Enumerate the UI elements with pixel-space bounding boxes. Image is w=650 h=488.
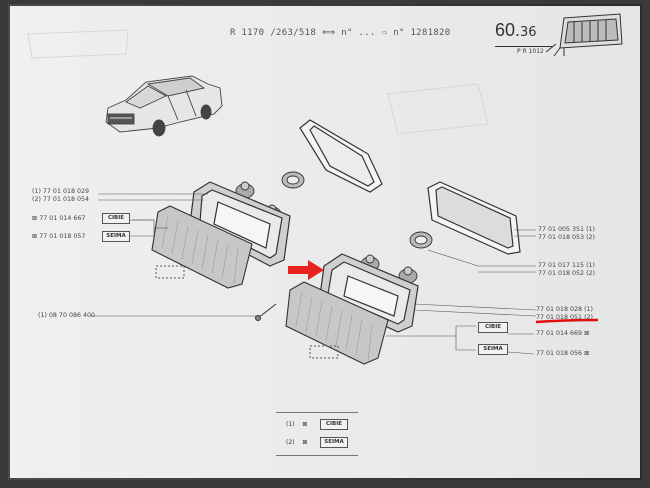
pr-code: P R 1012: [517, 48, 544, 55]
page-header: R 1170/263/518 ⟺ n° ... ⇨ n° 1281820: [230, 28, 456, 38]
right-gasket: [427, 181, 521, 255]
right-gasket-refs: 77 01 005 351 (1) 77 01 018 053 (2): [538, 226, 595, 241]
left-dashed-placeholder: [155, 265, 185, 279]
leader-lines: [90, 193, 537, 355]
model-variants: /263/518: [270, 28, 317, 38]
legend-row-1-number: (1): [286, 421, 295, 428]
right-holder-ref-1: 77 01 017 115 (1): [538, 262, 595, 269]
left-gasket: [299, 119, 383, 193]
left-lamp-ref-1-text: 77 01 014 667: [39, 215, 86, 222]
badge-cibie-right: CIBIE: [478, 322, 508, 333]
badge-seima-left: SEIMA: [102, 231, 130, 242]
right-lamp-lens: [285, 281, 389, 365]
section-number: 60.: [495, 20, 521, 40]
left-lamp-ref-2: ⊠ 77 01 018 057: [32, 233, 85, 241]
right-lamp-housing: [319, 253, 419, 333]
right-holder-refs: 77 01 017 115 (1) 77 01 018 052 (2): [538, 262, 595, 277]
right-housing-ref-1: 77 01 018 028 (1): [536, 306, 593, 313]
left-housing-ref-1: (1) 77 01 018 029: [32, 188, 89, 195]
left-lamp-ref-2-text: 77 01 018 057: [39, 233, 86, 240]
arrow-right-icon: ⇨: [381, 28, 388, 38]
highlight-underline: [535, 318, 599, 324]
bulb-symbol-icon: ⊠: [584, 330, 590, 337]
badge-seima-right: SEIMA: [478, 344, 508, 355]
right-gasket-ref-1: 77 01 005 351 (1): [538, 226, 595, 233]
car-illustration-icon: [105, 75, 223, 137]
catalog-page: R 1170/263/518 ⟺ n° ... ⇨ n° 1281820 60.36 P…: [8, 4, 642, 480]
reference-rule: [495, 46, 553, 47]
right-housing-ref-2: 77 01 018 051 (2): [536, 313, 593, 321]
left-housing-refs: (1) 77 01 018 029 (2) 77 01 018 054: [32, 188, 89, 203]
left-lamp-housing: [189, 181, 291, 267]
right-lamp-ref-2-text: 77 01 018 056: [536, 350, 583, 357]
bulb-symbol-icon: ⊠: [584, 350, 590, 357]
highlight-arrow-icon: [288, 260, 324, 280]
serial-to: n° 1281820: [393, 28, 451, 38]
section-subnumber: 36: [520, 25, 537, 40]
legend-badge-seima: SEIMA: [320, 437, 348, 448]
page-reference: 60.36 P R 1012: [495, 20, 553, 55]
ghost-print: [27, 29, 489, 135]
badge-cibie-left: CIBIE: [102, 213, 130, 224]
left-housing-ref-2: (2) 77 01 018 054: [32, 195, 89, 203]
left-lamp-ref-1: ⊠ 77 01 014 667: [32, 215, 85, 223]
right-lamp-ref-1: 77 01 014 669 ⊠: [536, 330, 589, 338]
brand-legend: (1) ⊠ CIBIE (2) ⊠ SEIMA: [276, 412, 358, 456]
legend-row-1: (1) ⊠: [286, 421, 313, 428]
exploded-diagram: [27, 13, 623, 365]
left-lamp-lens: [151, 205, 253, 289]
right-gasket-ref-2: 77 01 018 053 (2): [538, 233, 595, 241]
right-lamp-ref-1-text: 77 01 014 669: [536, 330, 583, 337]
legend-badge-cibie: CIBIE: [320, 419, 348, 430]
right-dashed-placeholder: [309, 345, 339, 359]
bulb-symbol-icon: ⊠: [32, 215, 38, 222]
bulb-symbol-icon: ⊠: [32, 233, 38, 240]
right-lamp-ref-2: 77 01 018 056 ⊠: [536, 350, 589, 358]
right-housing-refs: 77 01 018 028 (1) 77 01 018 051 (2): [536, 306, 593, 321]
serial-from: n° ...: [341, 28, 376, 38]
bulb-symbol-icon: ⊠: [302, 421, 308, 428]
bulb-symbol-icon: ⊠: [302, 439, 308, 446]
legend-row-2: (2) ⊠: [286, 439, 313, 446]
screw-ref: (1) 08 70 086 400: [38, 312, 95, 319]
right-holder-ref-2: 77 01 018 052 (2): [538, 269, 595, 277]
legend-row-2-number: (2): [286, 439, 295, 446]
lamp-thumbnail-icon: [545, 13, 623, 57]
range-arrow-icon: ⟺: [322, 28, 336, 38]
screw-icon: [255, 303, 277, 321]
model-code: R 1170: [230, 28, 265, 38]
